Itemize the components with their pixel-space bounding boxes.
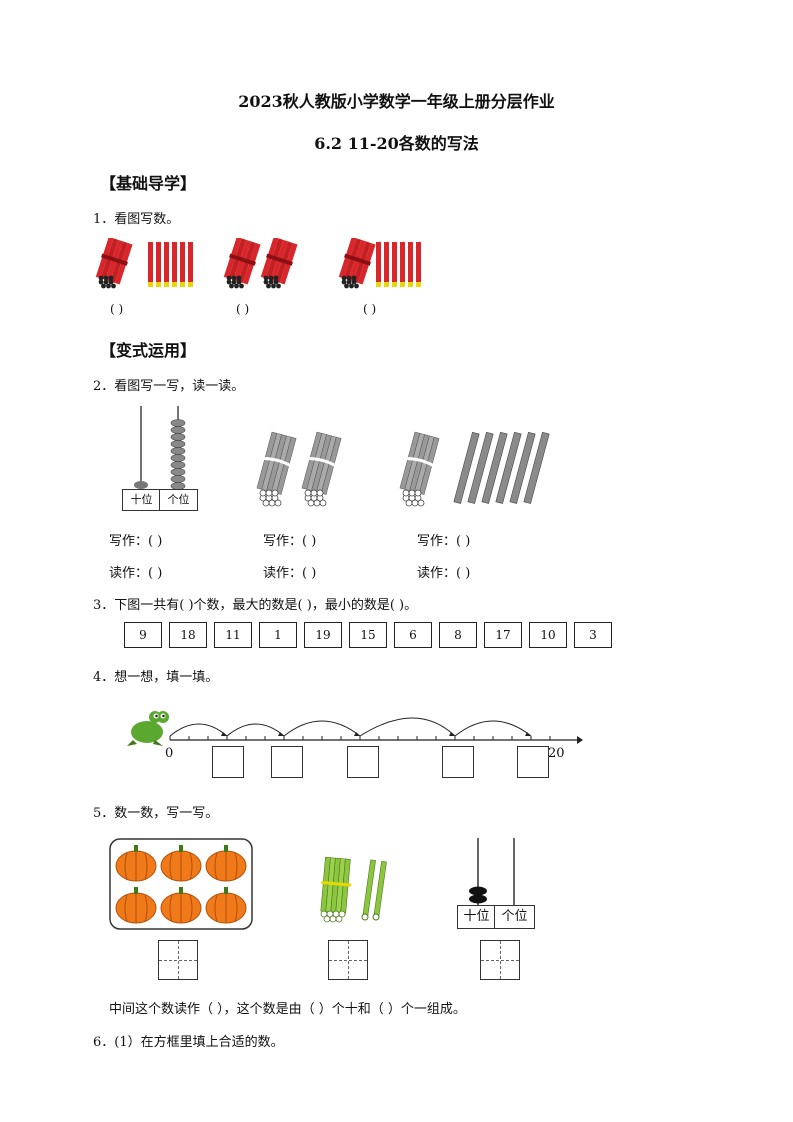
question-5-text: 5．数一数，写一写。 bbox=[93, 806, 219, 821]
q5-answer-grid-1[interactable] bbox=[158, 940, 198, 980]
q1-answer-blank-1[interactable]: ( ) bbox=[110, 302, 124, 316]
q5-pumpkins bbox=[109, 838, 253, 930]
q2-gray-sticks bbox=[253, 430, 550, 508]
q5-answer-grid-3[interactable] bbox=[480, 940, 520, 980]
q5-abacus bbox=[469, 838, 515, 906]
frog-icon bbox=[127, 711, 169, 746]
q2-write-2[interactable]: 写作：( ) bbox=[263, 534, 317, 549]
q4-answer-box-5[interactable] bbox=[517, 746, 549, 778]
number-card: 8 bbox=[439, 622, 477, 648]
number-line-start: 0 bbox=[165, 746, 174, 761]
q1-answer-blank-3[interactable]: ( ) bbox=[363, 302, 377, 316]
q2-abacus bbox=[134, 406, 186, 491]
number-card: 10 bbox=[529, 622, 567, 648]
question-3-text: 3．下图一共有( )个数，最大的数是( )，最小的数是( )。 bbox=[93, 598, 418, 613]
question-4-text: 4．想一想，填一填。 bbox=[93, 670, 219, 685]
q2-ones-label: 个位 bbox=[159, 489, 198, 511]
question-6-text: 6．(1）在方框里填上合适的数。 bbox=[93, 1035, 284, 1050]
page-title: 2023秋人教版小学数学一年级上册分层作业 bbox=[238, 92, 555, 111]
q4-answer-box-1[interactable] bbox=[212, 746, 244, 778]
q5-tens-label: 十位 bbox=[457, 905, 496, 929]
q2-write-3[interactable]: 写作：( ) bbox=[417, 534, 471, 549]
q5-sentence[interactable]: 中间这个数读作（ ），这个数是由（ ）个十和（ ）个一组成。 bbox=[109, 1002, 466, 1017]
number-card: 3 bbox=[574, 622, 612, 648]
number-card: 6 bbox=[394, 622, 432, 648]
page-subtitle: 6.2 11-20各数的写法 bbox=[314, 134, 479, 153]
question-2-text: 2．看图写一写，读一读。 bbox=[93, 379, 245, 394]
number-card: 19 bbox=[304, 622, 342, 648]
q4-answer-box-4[interactable] bbox=[442, 746, 474, 778]
number-card: 18 bbox=[169, 622, 207, 648]
q1-answer-blank-2[interactable]: ( ) bbox=[236, 302, 250, 316]
q2-read-1[interactable]: 读作：( ) bbox=[109, 566, 163, 581]
question-1-text: 1．看图写数。 bbox=[93, 212, 180, 227]
q1-sticks-figure bbox=[95, 238, 421, 289]
q2-write-1[interactable]: 写作：( ) bbox=[109, 534, 163, 549]
q5-answer-grid-2[interactable] bbox=[328, 940, 368, 980]
q2-read-3[interactable]: 读作：( ) bbox=[417, 566, 471, 581]
number-card: 11 bbox=[214, 622, 252, 648]
q4-answer-box-2[interactable] bbox=[271, 746, 303, 778]
number-card: 17 bbox=[484, 622, 522, 648]
section-basic: 【基础导学】 bbox=[100, 174, 197, 193]
number-card: 1 bbox=[259, 622, 297, 648]
q5-ones-label: 个位 bbox=[494, 905, 535, 929]
q4-answer-box-3[interactable] bbox=[347, 746, 379, 778]
q2-read-2[interactable]: 读作：( ) bbox=[263, 566, 317, 581]
q2-tens-label: 十位 bbox=[122, 489, 161, 511]
q4-number-line bbox=[127, 711, 583, 746]
number-line-end: 20 bbox=[548, 746, 565, 761]
section-variant: 【变式运用】 bbox=[100, 341, 197, 360]
number-card: 15 bbox=[349, 622, 387, 648]
q5-green-sticks bbox=[320, 856, 387, 923]
number-card: 9 bbox=[124, 622, 162, 648]
